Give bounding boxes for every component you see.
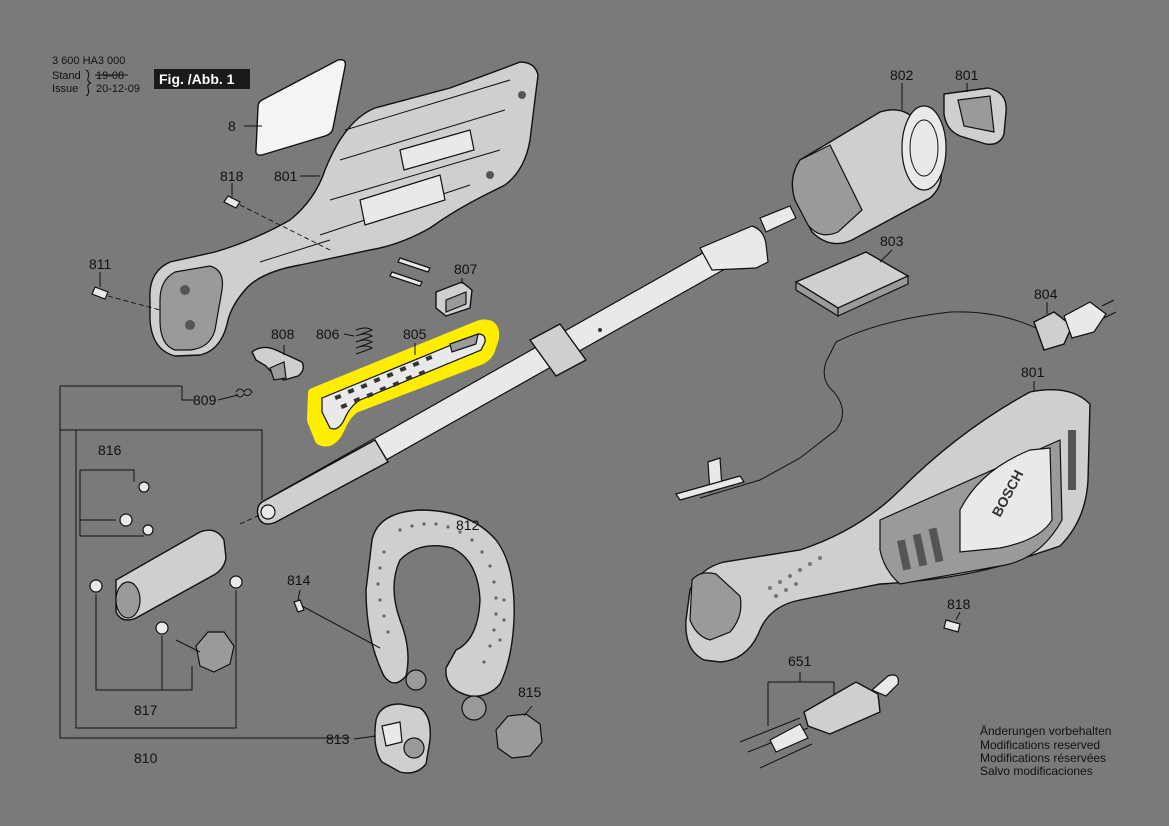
part-label-806: 806 xyxy=(316,326,340,342)
part-816-817-clamp-assembly xyxy=(59,385,350,739)
part-label-805: 805 xyxy=(403,326,427,342)
part-807-clip xyxy=(435,278,473,317)
part-label-815: 815 xyxy=(518,684,542,700)
part-label-816: 816 xyxy=(98,442,122,458)
note-en: Modifications reserved xyxy=(980,738,1100,752)
part-label-814: 814 xyxy=(287,572,311,588)
issue-date: 20-12-09 xyxy=(96,83,140,95)
part-815-knob xyxy=(495,705,543,759)
header-brace xyxy=(85,69,92,97)
part-808-button xyxy=(251,345,305,381)
document-header: 3 600 HA3 000 Stand Issue 19-08 20-12-09… xyxy=(52,55,250,97)
doc-number: 3 600 HA3 000 xyxy=(52,55,125,67)
figure-label-box xyxy=(154,69,250,89)
part-801-upper-housing xyxy=(149,61,539,357)
part-802-motor xyxy=(759,83,947,245)
note-es: Salvo modificaciones xyxy=(980,764,1093,778)
part-label-812: 812 xyxy=(456,517,480,533)
part-label-807: 807 xyxy=(454,261,478,277)
part-label-811: 811 xyxy=(89,256,112,272)
part-label-809: 809 xyxy=(193,392,217,408)
main-tube xyxy=(239,225,769,525)
modification-notes: Änderungen vorbehalten Modifications res… xyxy=(980,724,1111,778)
pin-pair xyxy=(389,257,431,287)
part-651-connector xyxy=(739,672,899,769)
part-801-motor-housing: BOSCH xyxy=(685,381,1091,663)
part-label-810: 810 xyxy=(134,750,158,766)
part-label-801-top: 801 xyxy=(274,168,298,184)
part-label-808: 808 xyxy=(271,326,295,342)
part-label-8: 8 xyxy=(228,118,236,134)
part-813-clamp xyxy=(374,703,431,774)
stand-label: Stand xyxy=(52,70,81,82)
stand-date: 19-08 xyxy=(96,70,124,82)
part-804-cable-plug xyxy=(675,299,1117,501)
part-811-screw xyxy=(91,272,161,311)
part-801-switch xyxy=(943,83,1007,145)
part-label-818-left: 818 xyxy=(220,168,244,184)
part-818-screw-left xyxy=(223,183,331,251)
part-label-804: 804 xyxy=(1034,286,1058,302)
issue-label: Issue xyxy=(52,83,78,95)
part-803-board xyxy=(794,249,910,318)
note-fr: Modifications réservées xyxy=(980,751,1106,765)
part-818-screw-right xyxy=(943,611,961,633)
part-814-bolt xyxy=(293,589,381,649)
part-label-802: 802 xyxy=(890,67,914,83)
part-label-817: 817 xyxy=(134,702,158,718)
figure-label: Fig. /Abb. 1 xyxy=(159,71,235,87)
part-label-803: 803 xyxy=(880,233,904,249)
part-8-cover xyxy=(244,58,347,156)
part-label-801-switch: 801 xyxy=(955,67,979,83)
part-label-818-right: 818 xyxy=(947,596,971,612)
part-label-651: 651 xyxy=(788,653,812,669)
part-812-handle-loop xyxy=(365,509,515,721)
part-805-highlighted-slider xyxy=(307,319,500,447)
part-809-spring xyxy=(235,388,253,398)
part-806-spring xyxy=(343,327,374,355)
part-label-801-right: 801 xyxy=(1021,364,1045,380)
note-de: Änderungen vorbehalten xyxy=(980,724,1111,738)
part-number-labels: 8 801 818 811 807 808 806 805 809 816 80… xyxy=(89,67,1058,766)
part-label-813: 813 xyxy=(326,731,350,747)
